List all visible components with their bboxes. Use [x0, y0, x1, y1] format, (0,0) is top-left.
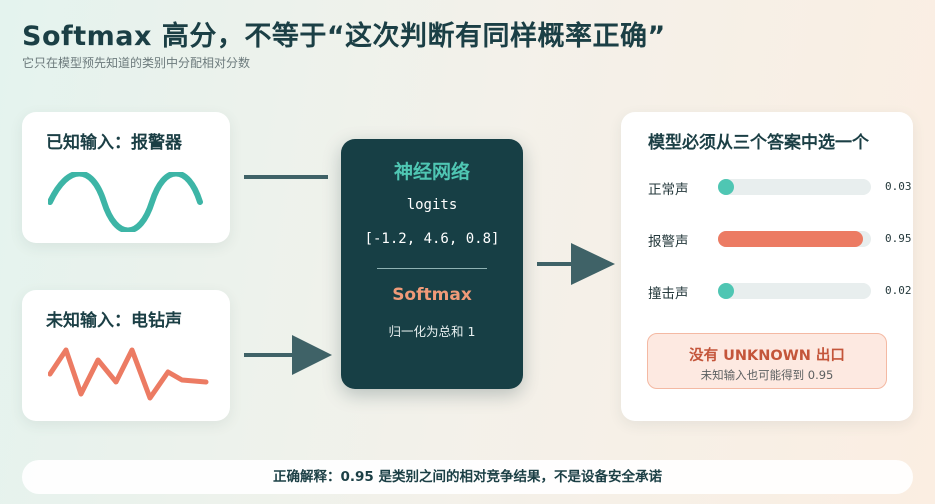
known-connector-line — [244, 175, 328, 179]
logits-values: [-1.2, 4.6, 0.8] — [364, 231, 500, 247]
output-arrow — [537, 243, 615, 285]
softmax-description: 归一化为总和 1 — [388, 324, 476, 339]
probability-fill — [718, 179, 734, 195]
unknown-connector-arrow — [244, 335, 332, 375]
probability-track — [718, 231, 871, 247]
softmax-label: Softmax — [392, 285, 472, 305]
row-label: 报警声 — [648, 234, 689, 250]
logits-label: logits — [406, 197, 458, 213]
no-unknown-callout: 没有 UNKNOWN 出口 未知输入也可能得到 0.95 — [647, 333, 887, 389]
row-value: 0.95 — [885, 232, 912, 245]
page-subtitle: 它只在模型预先知道的类别中分配相对分数 — [22, 56, 251, 70]
jagged-wave-icon — [48, 347, 209, 401]
probability-row-impact: 撞击声 0.02 — [648, 281, 913, 302]
row-value: 0.02 — [885, 284, 912, 297]
network-title: 神经网络 — [393, 161, 470, 183]
probability-row-normal: 正常声 0.03 — [648, 177, 913, 198]
probability-fill — [718, 231, 864, 247]
network-divider — [377, 268, 487, 269]
sine-wave-icon — [48, 172, 203, 232]
footer-explanation: 正确解释：0.95 是类别之间的相对竞争结果，不是设备安全承诺 — [22, 460, 913, 494]
known-input-card: 已知输入：报警器 — [22, 112, 230, 243]
probability-track — [718, 283, 871, 299]
row-label: 撞击声 — [648, 286, 689, 302]
result-title: 模型必须从三个答案中选一个 — [648, 133, 869, 153]
unknown-input-title: 未知输入：电钻声 — [46, 311, 182, 331]
page-title: Softmax 高分，不等于“这次判断有同样概率正确” — [22, 21, 666, 52]
probability-fill — [718, 283, 734, 299]
probability-track — [718, 179, 871, 195]
known-input-title: 已知输入：报警器 — [46, 133, 182, 153]
no-unknown-title: 没有 UNKNOWN 出口 — [689, 348, 845, 364]
probability-row-alarm: 报警声 0.95 — [648, 229, 913, 250]
row-label: 正常声 — [648, 182, 689, 198]
result-card: 模型必须从三个答案中选一个 正常声 0.03 报警声 0.95 撞击声 0.02… — [621, 112, 913, 421]
row-value: 0.03 — [885, 180, 912, 193]
unknown-input-card: 未知输入：电钻声 — [22, 290, 230, 421]
no-unknown-note: 未知输入也可能得到 0.95 — [700, 368, 834, 382]
neural-network-block: 神经网络 logits [-1.2, 4.6, 0.8] Softmax 归一化… — [341, 139, 523, 389]
